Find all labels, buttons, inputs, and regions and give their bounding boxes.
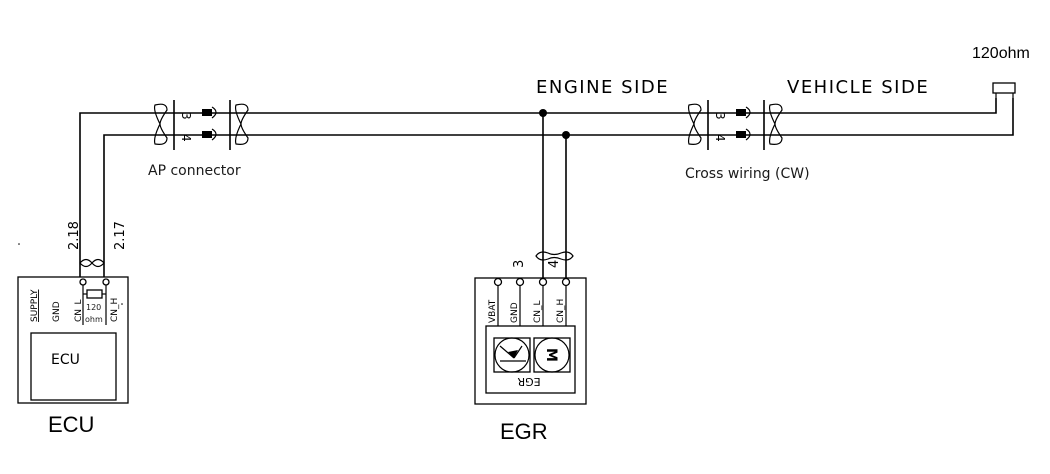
- egr-wire-label-can-l: 3: [512, 260, 527, 268]
- cw-pin-top-label: 3: [713, 112, 727, 120]
- wire-can-l: [79, 98, 997, 290]
- ecu-pin-can-l-terminal: [79, 278, 87, 286]
- resistor-icon: [992, 82, 1016, 94]
- motor-icon: M: [533, 337, 571, 373]
- vehicle-side-title: VEHICLE SIDE: [787, 77, 929, 98]
- ecu-pin-can-h: CN_H: [110, 298, 120, 322]
- egr-module: 3 4 VBAT GND CN_L CN_H M EGR: [474, 251, 587, 444]
- egr-pin-gnd: GND: [510, 302, 520, 323]
- egr-title: EGR: [500, 419, 548, 444]
- twist-icon: [234, 103, 249, 145]
- egr-pin-can-l: CN_L: [533, 300, 543, 323]
- plug-icon: [202, 106, 217, 141]
- twist-icon: [768, 103, 783, 145]
- terminator-label: 120ohm: [972, 45, 1030, 62]
- ecu-pin-supply: SUPPLY: [30, 289, 40, 322]
- egr-inner-label: EGR: [517, 375, 540, 388]
- motor-symbol: M: [543, 348, 559, 362]
- ecu-pin-can-h-terminal: [102, 278, 110, 286]
- ecu-title: ECU: [48, 412, 94, 437]
- ecu-inner-box: [30, 332, 117, 401]
- cw-connector-label: Cross wiring (CW): [685, 166, 810, 182]
- ecu-resistor-value: 120: [86, 303, 101, 312]
- ap-connector-label: AP connector: [148, 163, 241, 179]
- ecu-resistor-icon: [86, 289, 103, 299]
- can-bus-wires: [79, 98, 1014, 290]
- egr-pin-can-h: CN_H: [556, 299, 566, 323]
- twist-icon: [687, 103, 702, 145]
- engine-side-title: ENGINE SIDE: [536, 77, 669, 98]
- terminator-resistor: 120ohm: [972, 45, 1030, 98]
- twist-icon: [153, 103, 168, 145]
- ecu-pin-gnd: GND: [52, 301, 62, 322]
- cw-pin-bottom-label: 4: [713, 134, 727, 142]
- egr-pin-vbat: VBAT: [488, 299, 498, 323]
- plug-icon: [736, 106, 751, 141]
- ap-connector: 3 4 AP connector: [148, 100, 249, 179]
- ecu-inner-label: ECU: [51, 352, 80, 368]
- twist-icon: [535, 251, 574, 261]
- cross-wiring-connector: 3 4 Cross wiring (CW): [685, 100, 810, 182]
- ecu-resistor-unit: ohm: [85, 315, 103, 324]
- ecu-module: 2.18 2.17 120 ohm SUPPLY GND CN_L CN_H E…: [17, 221, 129, 437]
- egr-wire-label-can-h: 4: [547, 260, 562, 268]
- ap-pin-top-label: 3: [179, 112, 193, 120]
- twist-icon: [79, 258, 105, 268]
- ecu-wire-label-can-h: 2.17: [113, 221, 128, 250]
- wire-can-h: [103, 98, 1014, 290]
- position-sensor-icon: [493, 337, 531, 373]
- ap-pin-bottom-label: 4: [179, 134, 193, 142]
- ecu-wire-label-can-l: 2.18: [67, 221, 82, 250]
- ecu-pin-can-l: CN_L: [74, 299, 84, 322]
